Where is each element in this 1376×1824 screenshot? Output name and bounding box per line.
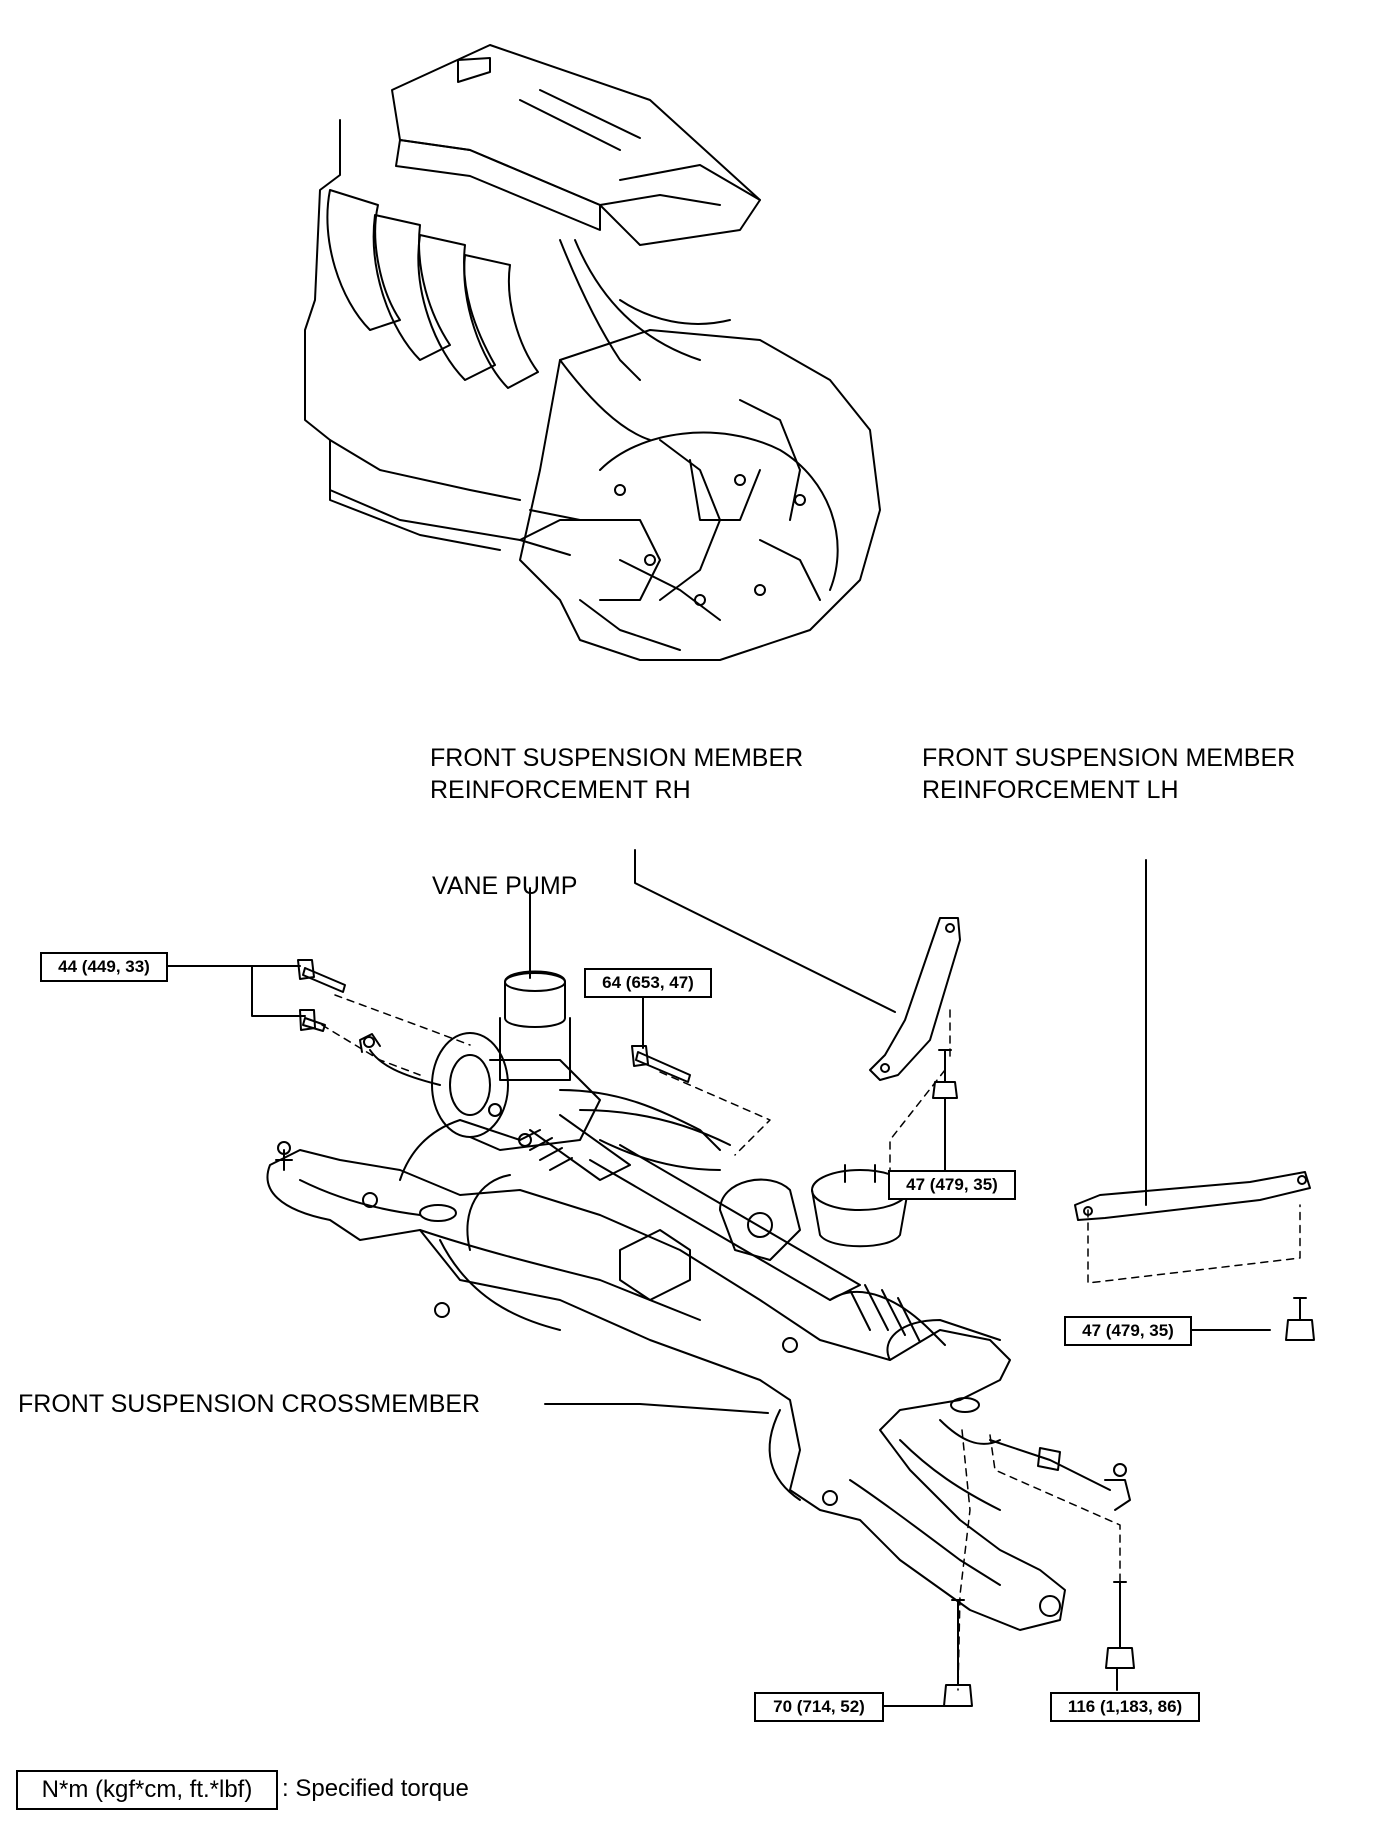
- bolt-44-lower: [299, 1009, 326, 1032]
- steering-rack-drawing: [359, 970, 1131, 1511]
- engine-assembly-drawing: [304, 44, 881, 661]
- torque-legend-description: : Specified torque: [282, 1775, 469, 1802]
- bolt-64: [631, 1045, 691, 1083]
- bolt-70: [943, 1599, 973, 1707]
- reinforcement-rh-label-line2: REINFORCEMENT RH: [430, 776, 691, 804]
- reinforcement-rh-drawing: [869, 917, 961, 1081]
- crossmember-label: FRONT SUSPENSION CROSSMEMBER: [18, 1390, 481, 1418]
- reinforcement-lh-label-line2: REINFORCEMENT LH: [922, 776, 1179, 804]
- bolt-44-upper: [297, 959, 346, 993]
- torque-47-lh-box: 47 (479, 35): [1064, 1316, 1192, 1346]
- torque-116-box: 116 (1,183, 86): [1050, 1692, 1200, 1722]
- bolt-47-rh: [932, 1049, 958, 1099]
- torque-44-box: 44 (449, 33): [40, 952, 168, 982]
- bolt-47-lh: [1285, 1297, 1315, 1341]
- reinforcement-lh-drawing: [1074, 1171, 1311, 1221]
- vane-pump-label: VANE PUMP: [432, 872, 578, 900]
- torque-70-box: 70 (714, 52): [754, 1692, 884, 1722]
- torque-47-rh-box: 47 (479, 35): [888, 1170, 1016, 1200]
- crossmember-drawing: [266, 1119, 1066, 1631]
- reinforcement-lh-label-line1: FRONT SUSPENSION MEMBER: [922, 744, 1296, 772]
- torque-64-box: 64 (653, 47): [584, 968, 712, 998]
- reinforcement-rh-label-line1: FRONT SUSPENSION MEMBER: [430, 744, 804, 772]
- leader-lines: [165, 849, 1271, 1707]
- torque-unit-legend-box: N*m (kgf*cm, ft.*lbf): [16, 1770, 278, 1810]
- bolt-116: [1105, 1581, 1135, 1669]
